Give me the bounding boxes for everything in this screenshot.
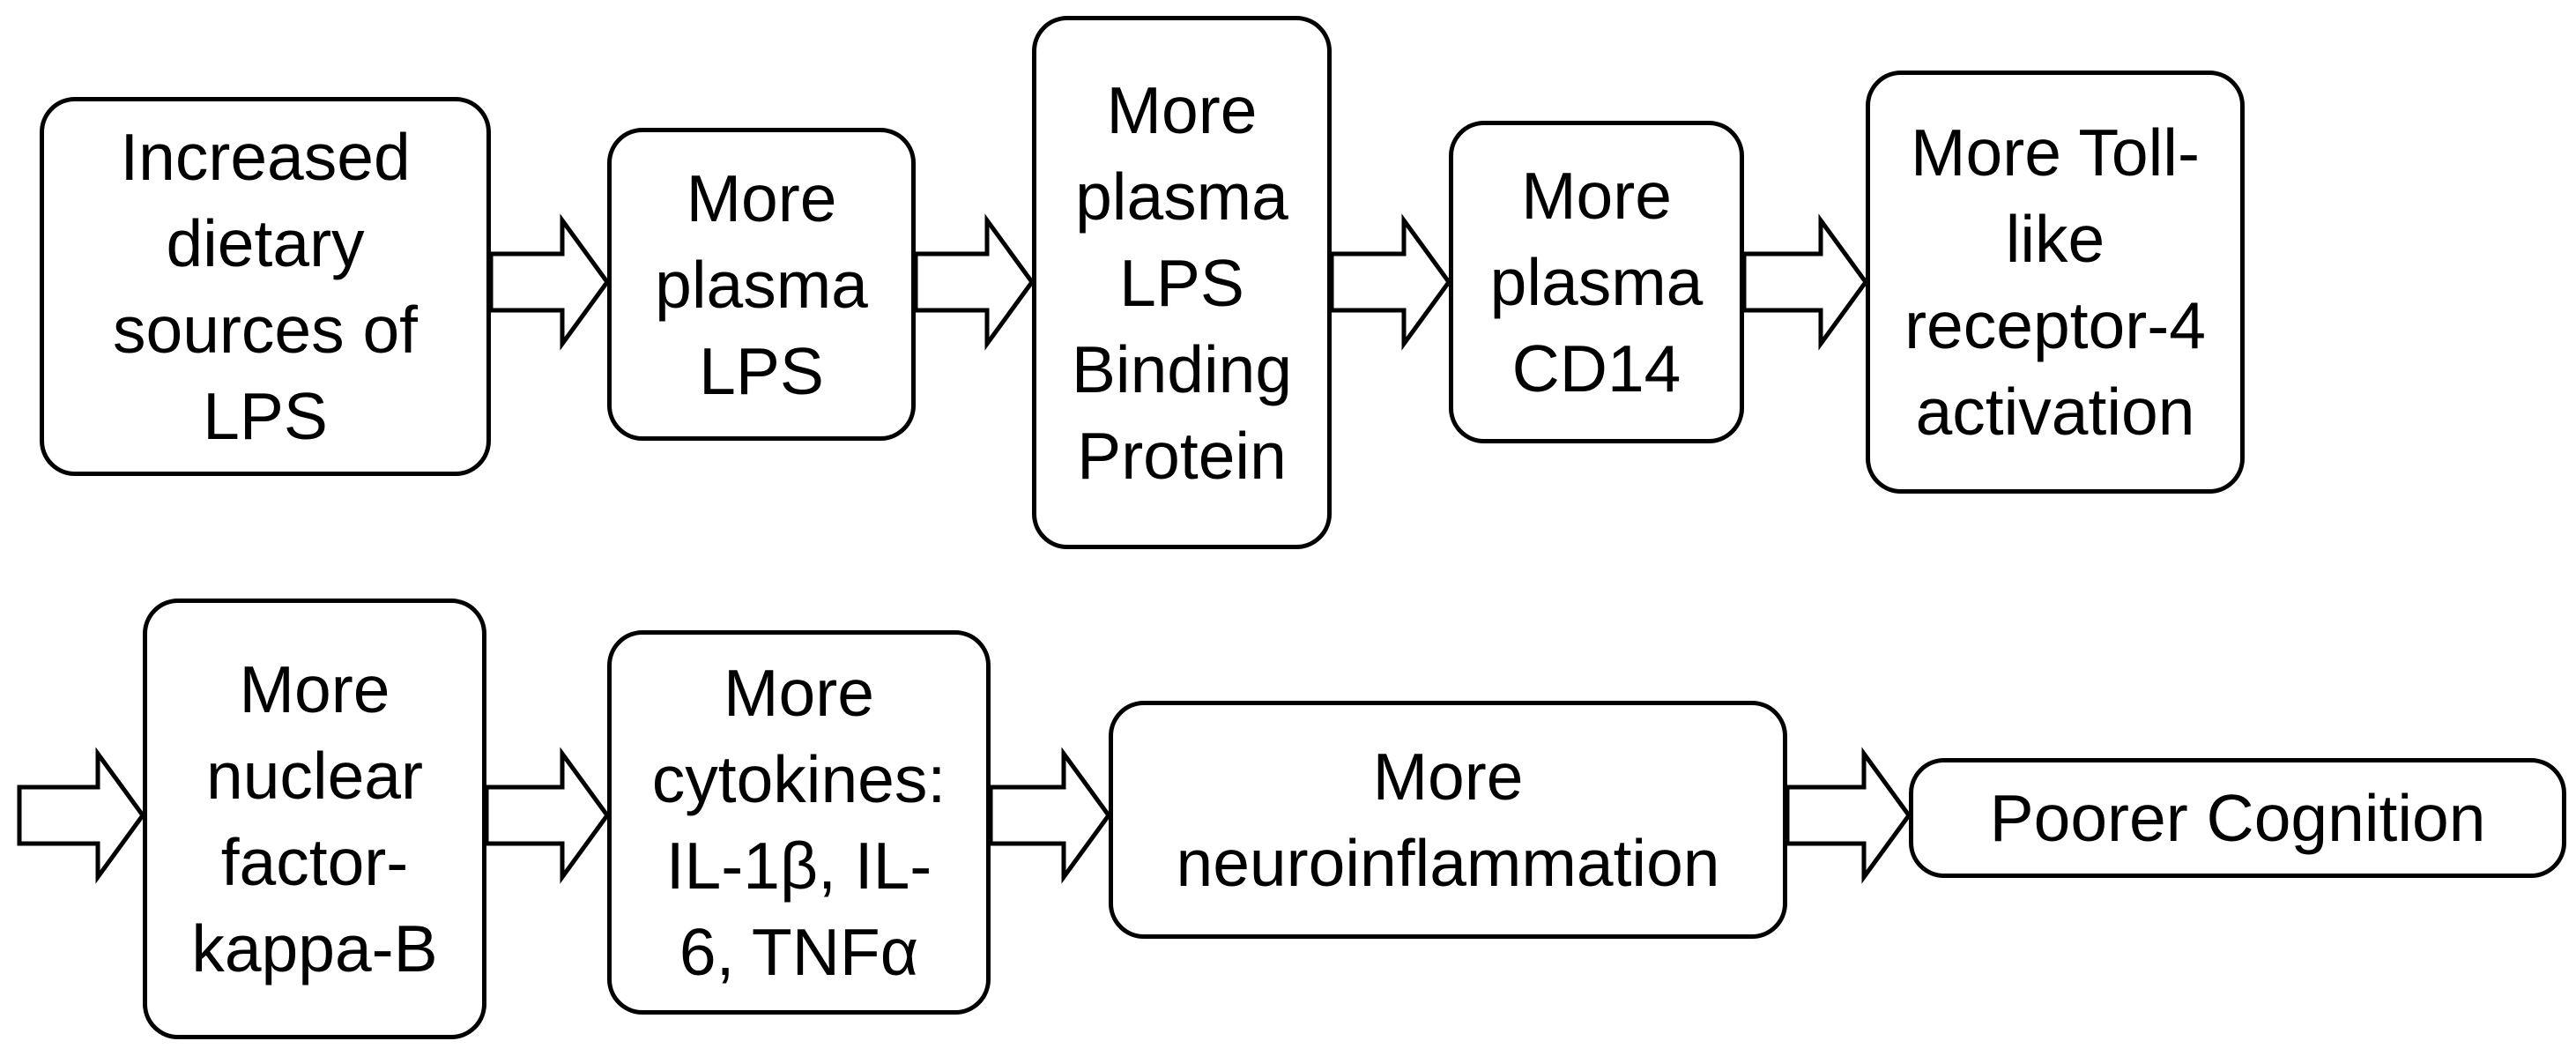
node-label: More plasma LPS Binding Protein: [1071, 72, 1293, 493]
node-label: More plasma CD14: [1489, 159, 1704, 405]
arrow-n8-n9: [1785, 747, 1912, 884]
node-poorer-cognition: Poorer Cognition: [1909, 758, 2566, 878]
arrow-n4-n5: [1741, 213, 1869, 351]
node-dietary-lps-sources: Increased dietary sources of LPS: [40, 97, 491, 476]
node-label: Poorer Cognition: [1989, 781, 2486, 855]
arrow-n5-n6: [17, 747, 146, 884]
node-lps-binding-protein: More plasma LPS Binding Protein: [1032, 16, 1332, 549]
node-cytokines: More cytokines: IL-1β, IL- 6, TNFα: [607, 630, 991, 1015]
node-label: More nuclear factor- kappa-B: [191, 652, 438, 985]
arrow-n6-n7: [484, 747, 611, 884]
node-neuroinflammation: More neuroinflammation: [1109, 701, 1787, 939]
node-label: More cytokines: IL-1β, IL- 6, TNFα: [651, 656, 947, 989]
arrow-n7-n8: [988, 747, 1112, 884]
arrow-n1-n2: [488, 213, 611, 351]
node-label: Increased dietary sources of LPS: [113, 120, 418, 453]
arrow-n3-n4: [1329, 213, 1452, 351]
node-plasma-lps: More plasma LPS: [607, 128, 916, 441]
node-nf-kappa-b: More nuclear factor- kappa-B: [143, 599, 486, 1039]
node-tlr4-activation: More Toll- like receptor-4 activation: [1866, 71, 2245, 494]
node-label: More plasma LPS: [655, 160, 868, 408]
node-plasma-cd14: More plasma CD14: [1449, 121, 1744, 443]
node-label: More Toll- like receptor-4 activation: [1904, 115, 2206, 449]
node-label: More neuroinflammation: [1176, 740, 1720, 900]
arrow-n2-n3: [913, 213, 1036, 351]
